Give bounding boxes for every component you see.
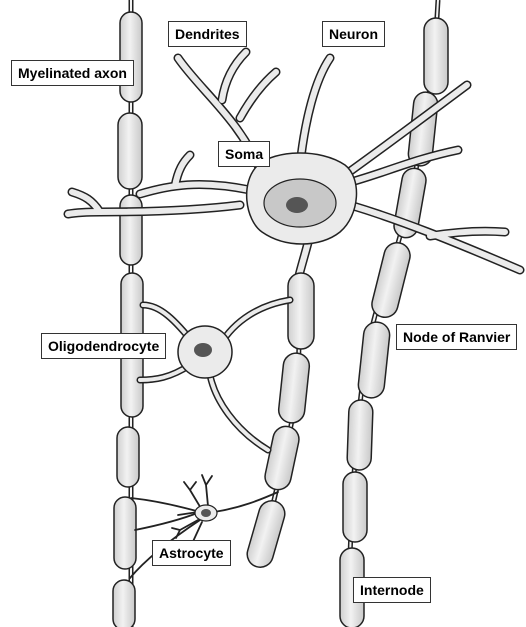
myelin-segment	[277, 352, 310, 424]
myelin-segment	[343, 472, 367, 542]
myelin-segment	[347, 400, 373, 471]
myelin-segment	[369, 240, 413, 320]
myelin-segment	[120, 12, 142, 102]
axon-middle	[244, 273, 314, 570]
myelin-segment	[244, 498, 288, 571]
myelin-segment	[263, 424, 302, 492]
label-myelinated-axon: Myelinated axon	[11, 60, 134, 86]
myelin-segment	[120, 195, 142, 265]
myelin-segment	[118, 113, 142, 189]
axon-right	[340, 0, 448, 627]
oligodendrocyte	[140, 300, 290, 450]
astrocyte-nucleus	[201, 509, 211, 517]
label-soma: Soma	[218, 141, 270, 167]
label-oligodendrocyte: Oligodendrocyte	[41, 333, 166, 359]
oligodendrocyte-nucleus	[194, 343, 212, 357]
label-node-of-ranvier: Node of Ranvier	[396, 324, 517, 350]
axon-left	[113, 0, 143, 627]
myelin-segment	[114, 497, 136, 569]
soma-nucleolus	[286, 197, 308, 213]
myelin-segment	[288, 273, 314, 349]
label-neuron: Neuron	[322, 21, 385, 47]
myelin-segment	[424, 18, 448, 94]
label-dendrites: Dendrites	[168, 21, 247, 47]
myelin-segment	[117, 427, 139, 487]
myelin-segment	[113, 580, 135, 627]
myelin-segment	[357, 321, 391, 399]
label-astrocyte: Astrocyte	[152, 540, 231, 566]
label-internode: Internode	[353, 577, 431, 603]
